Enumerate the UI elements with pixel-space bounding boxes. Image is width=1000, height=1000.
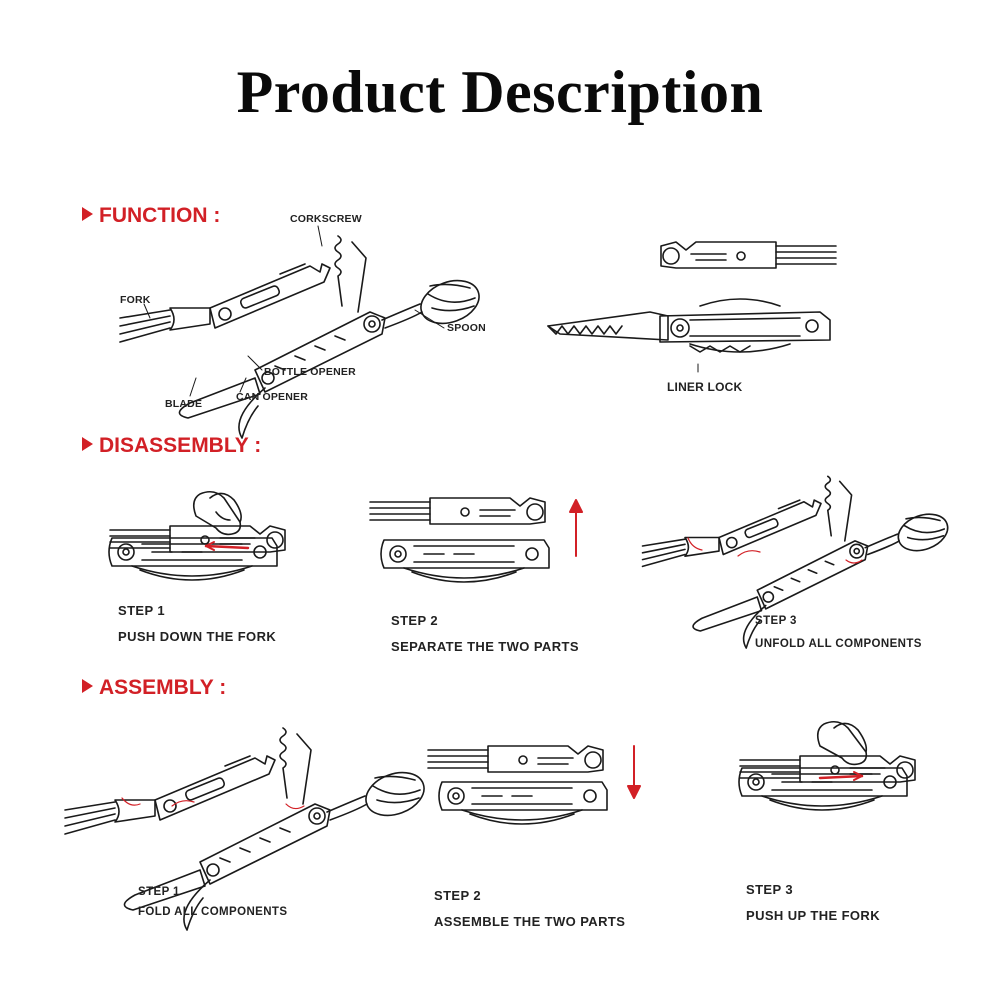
section-function-text: FUNCTION : [99, 204, 221, 227]
assembly-step-3: STEP 3 PUSH UP THE FORK [746, 882, 880, 923]
assembly-step3-illustration [738, 722, 916, 811]
step-number: STEP 3 [746, 882, 793, 897]
disassembly-step-1: STEP 1 PUSH DOWN THE FORK [118, 603, 276, 644]
section-arrow-icon [82, 207, 93, 221]
knife-liner-lock-icon [548, 299, 830, 372]
assembly-step-1: STEP 1 FOLD ALL COMPONENTS [138, 886, 287, 918]
down-arrow-icon [628, 746, 640, 798]
step-number: STEP 3 [755, 615, 797, 627]
disassembly-step1-illustration [108, 492, 286, 581]
page-title: Product Description [236, 59, 764, 125]
step-number: STEP 1 [138, 886, 180, 898]
rotation-arrow-icon [122, 798, 304, 809]
label-bottle-opener: BOTTLE OPENER [264, 366, 356, 378]
disassembly-step-3: STEP 3 UNFOLD ALL COMPONENTS [755, 615, 922, 650]
step-text: PUSH DOWN THE FORK [118, 629, 277, 644]
folded-multitool-icon [660, 241, 837, 269]
section-assembly-text: ASSEMBLY : [99, 676, 227, 699]
assembly-step-2: STEP 2 ASSEMBLE THE TWO PARTS [434, 888, 625, 929]
step-text: UNFOLD ALL COMPONENTS [755, 638, 922, 650]
step-number: STEP 2 [391, 613, 438, 628]
step-text: SEPARATE THE TWO PARTS [391, 639, 579, 654]
label-spoon: SPOON [447, 322, 486, 334]
finger-push-icon [818, 722, 867, 765]
section-disassembly-text: DISASSEMBLY : [99, 434, 262, 457]
section-assembly-heading: ASSEMBLY : [82, 676, 226, 700]
disassembly-step-2: STEP 2 SEPARATE THE TWO PARTS [391, 613, 579, 654]
label-fork: FORK [120, 294, 151, 306]
section-arrow-icon [82, 679, 93, 693]
rotation-arrow-icon [688, 538, 862, 563]
step-text: PUSH UP THE FORK [746, 908, 881, 923]
step-text: ASSEMBLE THE TWO PARTS [434, 914, 626, 929]
step-number: STEP 2 [434, 888, 481, 903]
step-number: STEP 1 [118, 603, 165, 618]
label-blade: BLADE [165, 398, 203, 410]
function-leader-lines [144, 226, 444, 396]
assembly-step2-illustration [427, 746, 640, 825]
up-arrow-icon [570, 500, 582, 556]
finger-push-icon [194, 492, 241, 535]
step-text: FOLD ALL COMPONENTS [138, 906, 288, 918]
label-liner-lock: LINER LOCK [667, 380, 743, 394]
section-function-heading: FUNCTION : [82, 204, 220, 228]
section-arrow-icon [82, 437, 93, 451]
section-disassembly-heading: DISASSEMBLY : [82, 434, 261, 458]
label-corkscrew: CORKSCREW [290, 213, 362, 225]
disassembly-step2-illustration [369, 497, 582, 583]
label-can-opener: CAN OPENER [236, 391, 309, 403]
